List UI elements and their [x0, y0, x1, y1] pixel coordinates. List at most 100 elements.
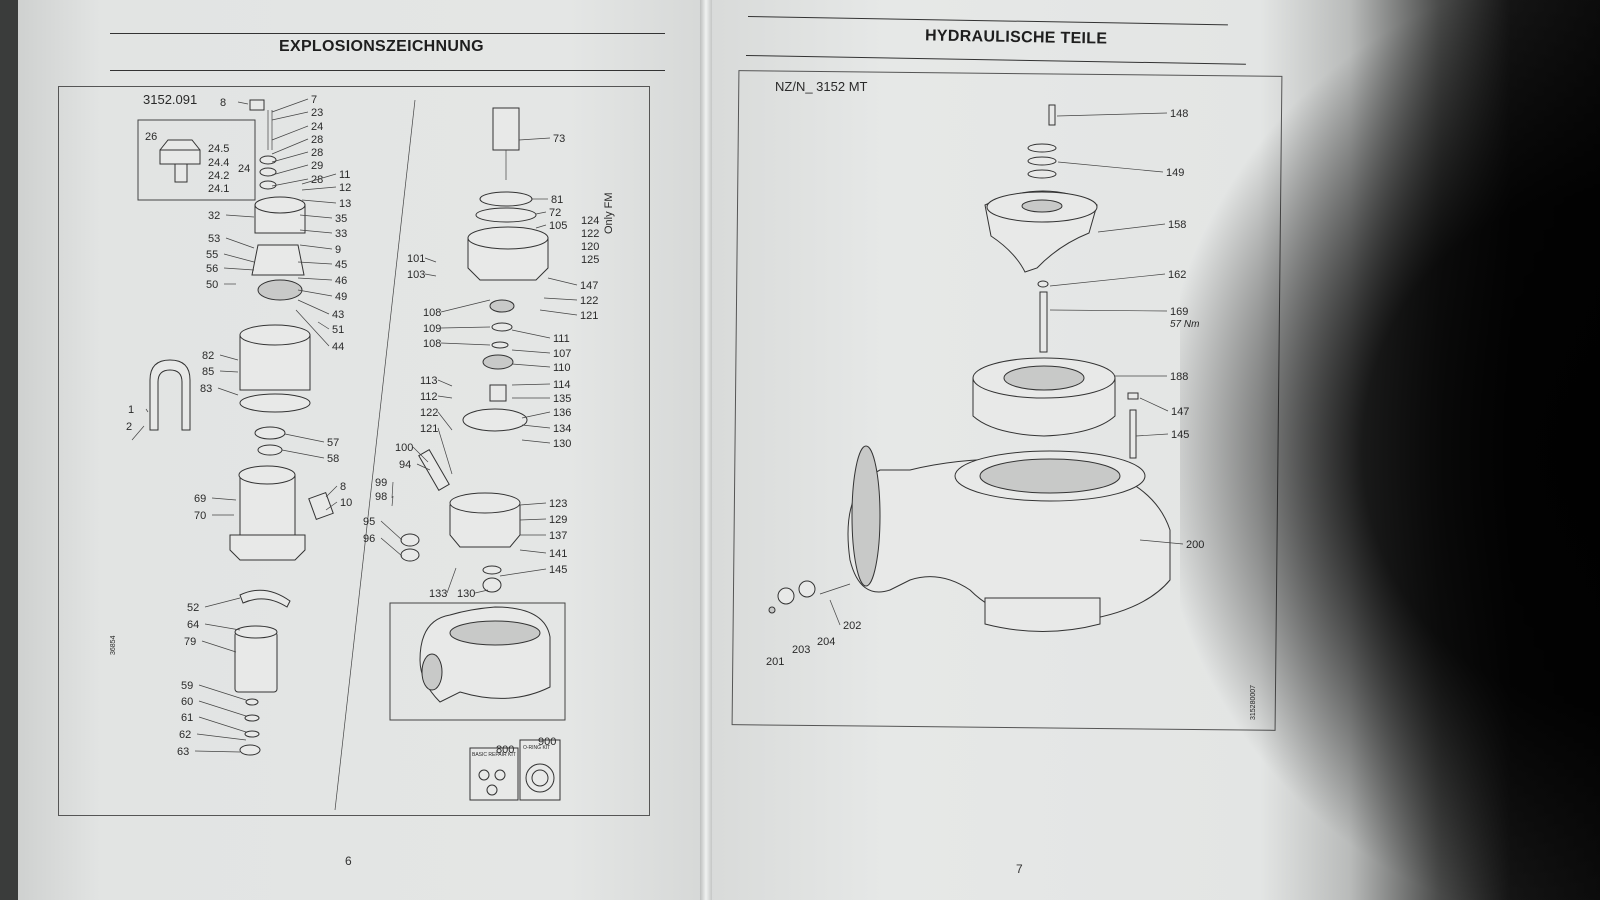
callout-label: 63	[177, 746, 189, 758]
callout-label: 45	[335, 259, 347, 271]
callout-label: 202	[843, 620, 861, 632]
callout-label: 61	[181, 712, 193, 724]
callout-label: 204	[817, 636, 835, 648]
callout-label: 107	[553, 348, 571, 360]
callout-label: 24.1	[208, 183, 229, 195]
callout-label: 800	[496, 744, 514, 756]
callout-label: 60	[181, 696, 193, 708]
callout-label: 162	[1168, 269, 1186, 281]
callout-label: 53	[208, 233, 220, 245]
callout-label: 201	[766, 656, 784, 668]
callout-label: 133	[429, 588, 447, 600]
callout-label: 58	[327, 453, 339, 465]
left-page	[18, 0, 706, 900]
callout-label: 24	[238, 163, 250, 175]
callout-label: 79	[184, 636, 196, 648]
callout-label: 2	[126, 421, 132, 433]
callout-label: 108	[423, 307, 441, 319]
callout-label: 188	[1170, 371, 1188, 383]
callout-label: 105	[549, 220, 567, 232]
callout-label: 35	[335, 213, 347, 225]
callout-label: 32	[208, 210, 220, 222]
callout-label: 135	[553, 393, 571, 405]
callout-label: 23	[311, 107, 323, 119]
callout-label: 12	[339, 182, 351, 194]
callout-label: 85	[202, 366, 214, 378]
callout-label: 28	[311, 147, 323, 159]
callout-label: 98	[375, 491, 387, 503]
callout-label: 148	[1170, 108, 1188, 120]
only-fm-note: Only FM	[603, 192, 615, 234]
callout-label: 95	[363, 516, 375, 528]
callout-label: 8	[220, 97, 226, 109]
callout-label: 113	[420, 375, 438, 387]
callout-label: 8	[340, 481, 346, 493]
callout-label: 29	[311, 160, 323, 172]
callout-label: 129	[549, 514, 567, 526]
left-drawing-frame	[58, 86, 650, 816]
callout-label: 83	[200, 383, 212, 395]
callout-label: 96	[363, 533, 375, 545]
callout-label: 33	[335, 228, 347, 240]
callout-label: 136	[553, 407, 571, 419]
callout-label: 82	[202, 350, 214, 362]
callout-label: 112	[420, 391, 438, 403]
callout-label: 101	[407, 253, 425, 265]
torque-value: 57 Nm	[1170, 319, 1199, 330]
callout-label: 24.4	[208, 157, 229, 169]
callout-label: 70	[194, 510, 206, 522]
right-model-number: NZ/N_ 3152 MT	[775, 79, 868, 94]
heading-rule-top	[110, 33, 665, 34]
callout-label: 169	[1170, 306, 1188, 318]
callout-label: 26	[145, 131, 157, 143]
callout-label: 121	[420, 423, 438, 435]
callout-label: 55	[206, 249, 218, 261]
right-side-code: 315280007	[1250, 685, 1257, 720]
callout-label: 109	[423, 323, 441, 335]
wiring-block	[251, 244, 305, 276]
callout-label: 114	[553, 379, 571, 391]
callout-label: 52	[187, 602, 199, 614]
rotor	[492, 107, 520, 151]
volute-inset-box	[389, 602, 566, 721]
callout-label: 43	[332, 309, 344, 321]
inset-part	[159, 139, 201, 183]
callout-label: 94	[399, 459, 411, 471]
callout-label: 900	[538, 736, 556, 748]
callout-label: 137	[549, 530, 567, 542]
callout-label: 28	[311, 134, 323, 146]
callout-label: 200	[1186, 539, 1204, 551]
cable-gland	[249, 99, 265, 111]
lifting-handle	[149, 359, 191, 431]
callout-label: 49	[335, 291, 347, 303]
callout-label: 145	[549, 564, 567, 576]
callout-label: 1	[128, 404, 134, 416]
divider-line	[334, 99, 416, 811]
callout-label: 24	[311, 121, 323, 133]
right-page-number: 7	[1016, 862, 1023, 876]
callout-label: 130	[553, 438, 571, 450]
kit-900-label: O-RING KIT	[523, 745, 550, 751]
callout-label: 122	[581, 228, 599, 240]
callout-label: 59	[181, 680, 193, 692]
heading-rule-bottom	[110, 70, 665, 71]
callout-label: 122	[420, 407, 438, 419]
callout-label: 62	[179, 729, 191, 741]
clamp-ring	[239, 589, 291, 608]
kit-800-label: BASIC REPAIR KIT	[472, 752, 516, 758]
callout-label: 28	[311, 174, 323, 186]
callout-label: 108	[423, 338, 441, 350]
callout-label: 57	[327, 437, 339, 449]
callout-label: 123	[549, 498, 567, 510]
callout-label: 145	[1171, 429, 1189, 441]
callout-label: 120	[581, 241, 599, 253]
callout-label: 72	[549, 207, 561, 219]
callout-label: 203	[792, 644, 810, 656]
callout-label: 134	[553, 423, 571, 435]
callout-label: 110	[553, 362, 571, 374]
callout-label: 121	[580, 310, 598, 322]
callout-label: 64	[187, 619, 199, 631]
